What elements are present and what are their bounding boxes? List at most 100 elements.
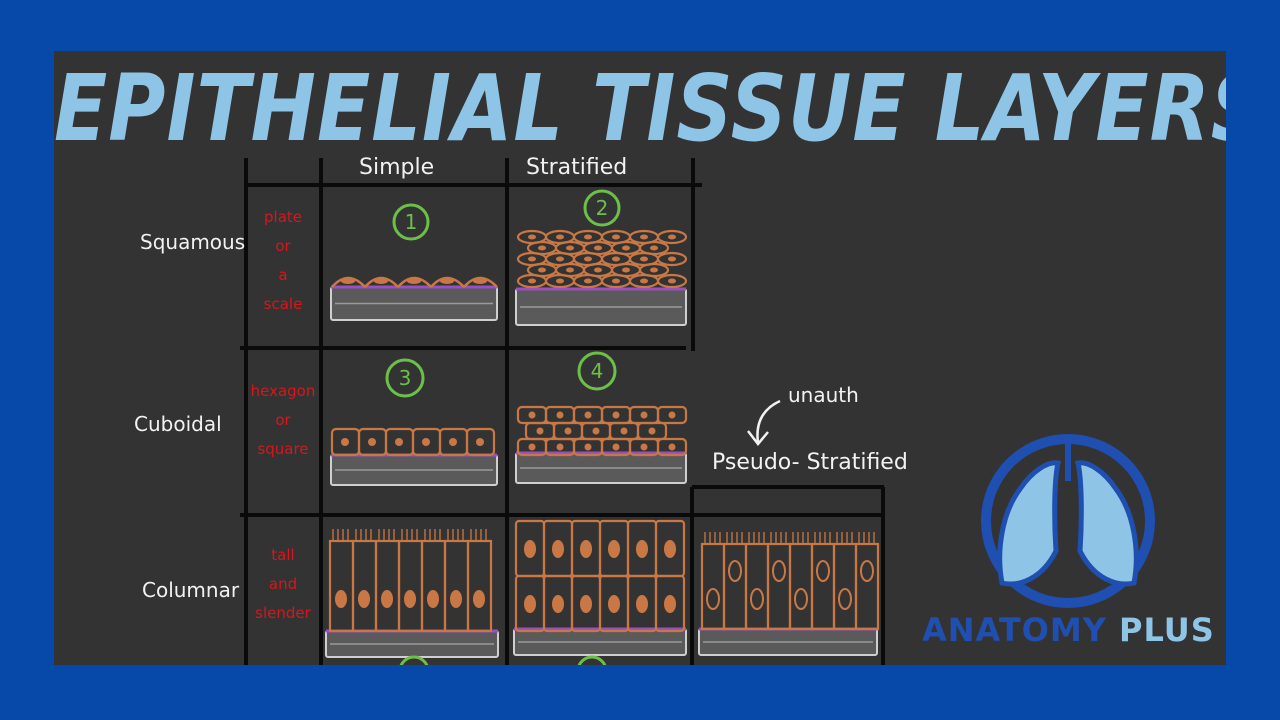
nucleus [528, 443, 536, 451]
nucleus [612, 443, 620, 451]
pseudostratified-cell [722, 542, 748, 631]
columnar-cell [466, 539, 493, 633]
nucleus [636, 595, 648, 613]
nucleus [860, 560, 874, 582]
cuboidal-cell [656, 437, 688, 457]
nucleus [556, 278, 564, 284]
nucleus [668, 411, 676, 419]
nucleus [450, 590, 462, 608]
nucleus [368, 438, 376, 446]
nucleus [612, 411, 620, 419]
nucleus [706, 588, 720, 610]
columnar-cell [654, 574, 686, 633]
number-circle-4 [577, 351, 617, 391]
nucleus [640, 278, 648, 284]
nucleus [556, 256, 564, 262]
pseudostratified-cell [744, 542, 770, 631]
nucleus [640, 256, 648, 262]
nucleus [580, 540, 592, 558]
arrow-icon [747, 399, 781, 446]
pseudostratified-cell [854, 542, 880, 631]
nucleus [584, 234, 592, 240]
columnar-cell [420, 539, 447, 633]
nucleus [528, 411, 536, 419]
pseudostratified-cell [788, 542, 814, 631]
row-header-cuboidal: Cuboidal [134, 412, 222, 436]
nucleus [552, 540, 564, 558]
nucleus [536, 427, 544, 435]
nucleus [341, 438, 349, 446]
nucleus [381, 590, 393, 608]
nucleus [650, 267, 658, 273]
nucleus [528, 256, 536, 262]
nucleus [648, 427, 656, 435]
table-grid-and-drawings: 1 2 3 4 [240, 158, 1155, 665]
nucleus [640, 411, 648, 419]
columnar-cell [328, 539, 355, 633]
brand-word-plus: PLUS [1119, 611, 1215, 649]
nucleus [584, 411, 592, 419]
nucleus [449, 438, 457, 446]
pseudostratified-cell [766, 542, 792, 631]
nucleus [580, 595, 592, 613]
nucleus [440, 278, 454, 284]
nucleus [476, 438, 484, 446]
nucleus [668, 234, 676, 240]
nucleus [556, 411, 564, 419]
nucleus [358, 590, 370, 608]
page-title: EPITHELIAL TISSUE LAYERS [54, 56, 1226, 163]
lungs-logo-icon [981, 434, 1155, 608]
nucleus [524, 540, 536, 558]
row-header-columnar: Columnar [142, 578, 240, 602]
nucleus [594, 245, 602, 251]
pseudo-stratified-label: Pseudo- Stratified [712, 450, 908, 475]
shape-note-columnar: tall and slender [255, 546, 311, 622]
squamous-cell [430, 276, 465, 288]
column-header-simple: Simple [359, 155, 435, 180]
nucleus [668, 443, 676, 451]
nucleus [528, 278, 536, 284]
nucleus [473, 590, 485, 608]
nucleus [608, 595, 620, 613]
nucleus [816, 560, 830, 582]
number-3: 3 [399, 366, 412, 390]
nucleus [538, 267, 546, 273]
nucleus [612, 278, 620, 284]
nucleus [750, 588, 764, 610]
nucleus [622, 267, 630, 273]
nucleus [335, 590, 347, 608]
number-4: 4 [591, 359, 604, 383]
columnar-cell [374, 539, 401, 633]
nucleus [374, 278, 388, 284]
nucleus [636, 540, 648, 558]
nucleus [407, 278, 421, 284]
nucleus [668, 256, 676, 262]
nucleus [556, 443, 564, 451]
nucleus [584, 443, 592, 451]
squamous-cell [397, 276, 432, 288]
nucleus [564, 427, 572, 435]
nucleus [592, 427, 600, 435]
squamous-cell [656, 273, 688, 289]
columnar-cell [443, 539, 470, 633]
squamous-cell [331, 276, 366, 288]
columnar-cell [397, 539, 424, 633]
brand-word-anatomy: ANATOMY [922, 611, 1107, 649]
nucleus [341, 278, 355, 284]
number-circle-2 [583, 189, 621, 227]
nucleus [640, 234, 648, 240]
columnar-cell [351, 539, 378, 633]
number-2: 2 [596, 196, 609, 220]
pseudostratified-cell [832, 542, 858, 631]
nucleus [566, 245, 574, 251]
nucleus [594, 267, 602, 273]
nucleus [620, 427, 628, 435]
nucleus [552, 595, 564, 613]
nucleus [524, 595, 536, 613]
pseudostratified-cell [810, 542, 836, 631]
nucleus [772, 560, 786, 582]
squamous-cell [656, 229, 688, 245]
nucleus [566, 267, 574, 273]
number-circle-6 [577, 655, 607, 665]
pseudostratified-cell [700, 542, 726, 631]
